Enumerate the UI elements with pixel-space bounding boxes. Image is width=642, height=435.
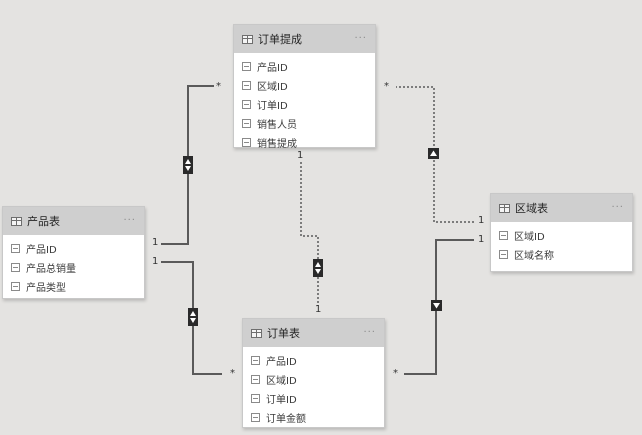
- field-label: 区域ID: [514, 232, 545, 243]
- field-item[interactable]: 区域ID: [243, 370, 384, 389]
- field-item[interactable]: 产品ID: [234, 57, 375, 76]
- field-item[interactable]: 区域名称: [491, 245, 632, 264]
- field-label: 订单金额: [266, 414, 306, 425]
- field-icon: [251, 356, 260, 365]
- field-item[interactable]: 销售提成: [234, 133, 375, 152]
- table-title: 产品表: [27, 215, 60, 228]
- field-label: 区域ID: [266, 376, 297, 387]
- filter-direction-both-icon: [313, 259, 323, 277]
- table-card-product[interactable]: 产品表 ··· 产品ID 产品总销量 产品类型: [2, 206, 145, 299]
- cardinality-label: 1: [152, 237, 159, 248]
- table-header[interactable]: 订单提成 ···: [234, 25, 375, 53]
- field-list: 区域ID 区域名称: [491, 222, 632, 264]
- table-icon: [242, 34, 253, 44]
- table-title: 订单表: [267, 327, 300, 340]
- filter-direction-up-icon: [428, 148, 439, 159]
- field-label: 产品ID: [266, 357, 297, 368]
- cardinality-label: *: [230, 368, 235, 379]
- table-icon: [499, 203, 510, 213]
- field-label: 订单ID: [266, 395, 297, 406]
- cardinality-label: *: [384, 81, 389, 92]
- relationship-line-region-commission[interactable]: [396, 86, 474, 223]
- field-label: 区域ID: [257, 82, 288, 93]
- table-header[interactable]: 订单表 ···: [243, 319, 384, 347]
- table-title: 区域表: [515, 202, 548, 215]
- field-icon: [11, 282, 20, 291]
- cardinality-label: *: [216, 81, 221, 92]
- cardinality-label: 1: [152, 256, 159, 267]
- field-icon: [251, 394, 260, 403]
- field-label: 产品类型: [26, 283, 66, 294]
- table-icon: [251, 328, 262, 338]
- field-icon: [11, 244, 20, 253]
- table-header[interactable]: 区域表 ···: [491, 194, 632, 222]
- table-icon: [11, 216, 22, 226]
- field-label: 区域名称: [514, 251, 554, 262]
- field-item[interactable]: 销售人员: [234, 114, 375, 133]
- field-list: 产品ID 区域ID 订单ID 订单金额: [243, 347, 384, 427]
- field-icon: [251, 375, 260, 384]
- field-icon: [499, 250, 508, 259]
- field-icon: [251, 413, 260, 422]
- field-icon: [11, 263, 20, 272]
- field-icon: [242, 119, 251, 128]
- more-options-icon[interactable]: ···: [354, 33, 367, 44]
- field-label: 销售人员: [257, 120, 297, 131]
- field-item[interactable]: 产品ID: [243, 351, 384, 370]
- field-list: 产品ID 产品总销量 产品类型: [3, 235, 144, 296]
- field-icon: [499, 231, 508, 240]
- more-options-icon[interactable]: ···: [611, 202, 624, 213]
- field-label: 订单ID: [257, 101, 288, 112]
- field-icon: [242, 62, 251, 71]
- cardinality-label: *: [393, 368, 398, 379]
- cardinality-label: 1: [297, 150, 304, 161]
- filter-direction-down-icon: [431, 300, 442, 311]
- filter-direction-both-icon: [188, 308, 198, 326]
- table-card-orders[interactable]: 订单表 ··· 产品ID 区域ID 订单ID 订单金额: [242, 318, 385, 428]
- field-item[interactable]: 区域ID: [234, 76, 375, 95]
- field-icon: [242, 138, 251, 147]
- filter-direction-both-icon: [183, 156, 193, 174]
- field-item[interactable]: 区域ID: [491, 226, 632, 245]
- field-item[interactable]: 产品总销量: [3, 258, 144, 277]
- field-label: 产品总销量: [26, 264, 76, 275]
- field-icon: [242, 100, 251, 109]
- relationship-line-commission-orders[interactable]: [300, 162, 319, 306]
- field-label: 产品ID: [257, 63, 288, 74]
- table-header[interactable]: 产品表 ···: [3, 207, 144, 235]
- field-icon: [242, 81, 251, 90]
- cardinality-label: 1: [315, 304, 322, 315]
- field-item[interactable]: 产品ID: [3, 239, 144, 258]
- table-title: 订单提成: [258, 33, 302, 46]
- table-card-region[interactable]: 区域表 ··· 区域ID 区域名称: [490, 193, 633, 272]
- field-item[interactable]: 订单ID: [234, 95, 375, 114]
- field-item[interactable]: 订单ID: [243, 389, 384, 408]
- field-item[interactable]: 订单金额: [243, 408, 384, 427]
- field-list: 产品ID 区域ID 订单ID 销售人员 销售提成: [234, 53, 375, 152]
- field-label: 产品ID: [26, 245, 57, 256]
- field-label: 销售提成: [257, 139, 297, 150]
- more-options-icon[interactable]: ···: [363, 327, 376, 338]
- cardinality-label: 1: [478, 215, 485, 226]
- field-item[interactable]: 产品类型: [3, 277, 144, 296]
- more-options-icon[interactable]: ···: [123, 215, 136, 226]
- cardinality-label: 1: [478, 234, 485, 245]
- table-card-commission[interactable]: 订单提成 ··· 产品ID 区域ID 订单ID 销售人员 销售提成: [233, 24, 376, 150]
